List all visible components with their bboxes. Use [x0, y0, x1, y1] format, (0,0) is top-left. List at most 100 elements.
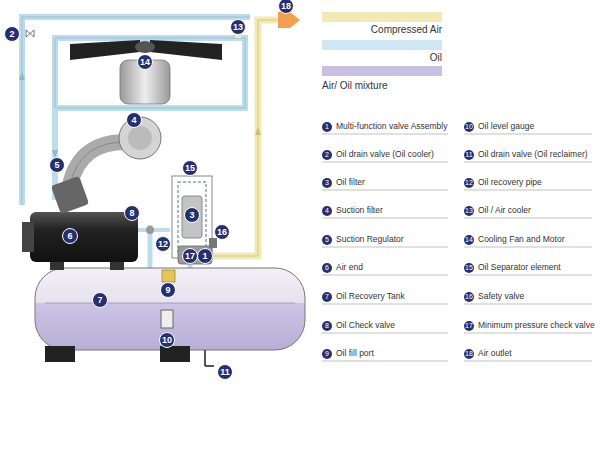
oil-recovery-tank [35, 268, 305, 350]
callout-number: 13 [230, 19, 246, 35]
callout-number: 5 [49, 157, 65, 173]
list-number: 13 [464, 206, 474, 216]
callout-number: 11 [217, 364, 233, 380]
legend-text: Compressed Air [371, 24, 442, 36]
list-rule [322, 304, 448, 305]
legend-text: Air/ Oil mixture [322, 80, 388, 92]
list-number: 9 [322, 349, 332, 359]
list-rule [322, 333, 448, 334]
tank-leg [45, 346, 75, 362]
part-name: Oil filter [336, 177, 365, 188]
part-name: Oil level gauge [478, 121, 534, 132]
list-rule [322, 162, 448, 163]
list-number: 5 [322, 235, 332, 245]
part-name: Oil / Air cooler [478, 205, 531, 216]
list-rule [464, 134, 592, 135]
callout-number: 3 [184, 207, 200, 223]
list-rule [322, 275, 448, 276]
flow-arrow [255, 127, 261, 135]
oil-filter [182, 196, 202, 238]
callout-number: 2 [4, 26, 20, 42]
oil-cooler-frame [55, 38, 245, 108]
flow-arrow [19, 72, 25, 80]
list-number: 15 [464, 263, 474, 273]
callout-number: 4 [126, 112, 142, 128]
part-name: Air end [336, 262, 363, 273]
list-number: 12 [464, 178, 474, 188]
part-name: Safety valve [478, 291, 524, 302]
callout-number: 6 [62, 228, 78, 244]
list-rule [464, 218, 592, 219]
list-number: 16 [464, 292, 474, 302]
air-end-foot [110, 262, 124, 270]
list-number: 3 [322, 178, 332, 188]
oil-pipe-edge [22, 17, 250, 205]
list-number: 7 [322, 292, 332, 302]
oil-level-gauge [161, 310, 173, 328]
suction-filter-inner [128, 126, 152, 150]
list-rule [464, 275, 592, 276]
legend-text: Oil [430, 52, 442, 64]
list-number: 18 [464, 349, 474, 359]
callout-number: 1 [197, 248, 213, 264]
callout-number: 12 [155, 236, 171, 252]
air-end-flange [22, 222, 34, 252]
oil-check-valve [146, 226, 154, 234]
drain-pipe [205, 365, 214, 367]
part-name: Oil recovery pipe [478, 177, 542, 188]
air-outlet-arrow [278, 12, 300, 28]
oil-pipe [22, 17, 250, 205]
fan-blade [70, 40, 140, 60]
part-name: Cooling Fan and Motor [478, 234, 564, 245]
air-pipe [212, 20, 280, 256]
callout-number: 8 [124, 205, 140, 221]
fan-blade [150, 40, 222, 60]
air-end-body [30, 212, 138, 262]
part-name: Suction filter [336, 205, 383, 216]
callout-number: 9 [160, 282, 176, 298]
list-rule [322, 218, 448, 219]
list-rule [464, 190, 592, 191]
list-rule [322, 190, 448, 191]
list-rule [464, 333, 592, 334]
list-rule [464, 247, 592, 248]
part-name: Minimum pressure check valve [478, 320, 595, 331]
list-number: 6 [322, 263, 332, 273]
drain-valve-symbol [26, 30, 34, 37]
oil-separator-element [178, 182, 206, 252]
part-name: Suction Regulator [336, 234, 404, 245]
suction-regulator [51, 176, 89, 214]
safety-valve [209, 238, 217, 248]
list-number: 2 [322, 150, 332, 160]
legend-swatch [322, 40, 442, 50]
callout-number: 17 [182, 248, 198, 264]
callout-number: 18 [278, 0, 294, 14]
list-number: 10 [464, 122, 474, 132]
part-name: Oil Recovery Tank [336, 291, 405, 302]
list-number: 1 [322, 122, 332, 132]
legend-swatch [322, 66, 442, 76]
oil-fill-port [162, 270, 175, 282]
list-number: 17 [464, 321, 474, 331]
part-name: Oil Separator element [478, 262, 561, 273]
oil-cooler-frame-edge [55, 38, 245, 108]
fan-hub [135, 41, 155, 53]
list-rule [464, 361, 592, 362]
list-rule [464, 304, 592, 305]
list-number: 8 [322, 321, 332, 331]
list-rule [464, 162, 592, 163]
legend-swatch [322, 12, 442, 22]
tank-leg [160, 346, 190, 362]
part-name: Oil Check valve [336, 320, 395, 331]
drain-pipe [204, 350, 206, 366]
oil-level-line [45, 303, 295, 304]
valve-block [178, 246, 212, 264]
callout-number: 15 [182, 160, 198, 176]
list-rule [322, 247, 448, 248]
part-name: Multi-function valve Assembly [336, 121, 448, 132]
callout-number: 16 [214, 224, 230, 240]
list-number: 4 [322, 206, 332, 216]
part-name: Oil drain valve (Oil cooler) [336, 149, 434, 160]
part-name: Air outlet [478, 348, 512, 359]
